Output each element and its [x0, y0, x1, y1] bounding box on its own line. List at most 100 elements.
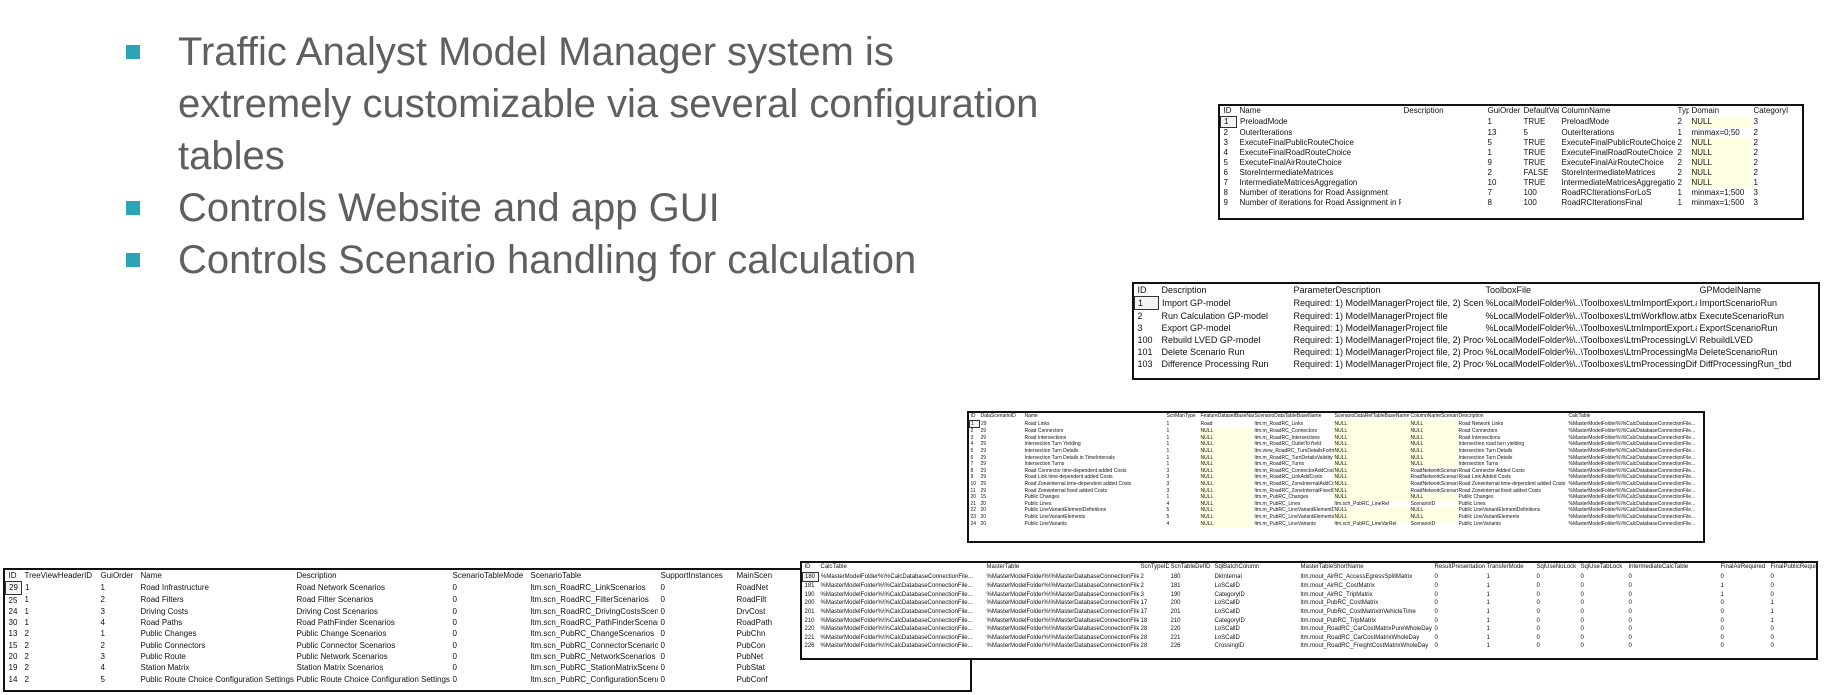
table-cell[interactable]: 1 — [1720, 591, 1724, 598]
table-cell[interactable] — [1401, 148, 1485, 158]
table-cell[interactable]: 1 — [1770, 608, 1774, 615]
column-header[interactable]: ScenarioTableMode — [452, 571, 524, 581]
table-cell[interactable]: 5 — [1166, 513, 1170, 520]
table-row[interactable]: 201%MasterModelFolder%\%CalcDatabaseConn… — [803, 608, 1817, 617]
table-cell[interactable]: %LocalModelFolder%\..\Toolboxes\LtmImpor… — [1485, 298, 1697, 308]
table-cell[interactable]: 2 — [1753, 127, 1758, 137]
table-cell[interactable]: %MasterModelFolder%\%MasterDatabaseConne… — [986, 573, 1139, 580]
table-cell[interactable]: 20 — [980, 513, 987, 520]
column-header[interactable]: ScenarioTable — [530, 571, 582, 581]
table-row[interactable]: 200%MasterModelFolder%\%CalcDatabaseConn… — [803, 599, 1817, 608]
table-cell[interactable]: 0 — [1628, 591, 1632, 598]
row-id-cell[interactable]: 221 — [804, 634, 815, 641]
row-id-cell[interactable]: 2 — [1223, 128, 1228, 137]
table-cell[interactable]: %MasterModelFolder%\%CalcDatabaseConnect… — [1568, 520, 1696, 527]
column-header[interactable]: FeatureDatasetBaseName — [1200, 413, 1254, 420]
table-cell[interactable]: 0 — [1720, 573, 1724, 580]
row-id-cell[interactable]: 22 — [970, 507, 977, 514]
table-cell[interactable]: 2 — [1753, 168, 1758, 177]
table-cell[interactable]: ltm.m_RoadRC_Connectors — [1254, 427, 1318, 434]
column-header[interactable]: ColumnName — [1561, 106, 1611, 116]
table-cell[interactable]: 1 — [1166, 447, 1170, 454]
table-cell[interactable]: 0 — [452, 663, 457, 673]
table-cell[interactable]: TRUE — [1523, 117, 1546, 126]
table-cell[interactable]: ltm.sch_PubRC_LineRel — [1334, 500, 1389, 507]
table-cell[interactable]: 4 — [1166, 500, 1170, 507]
table-cell[interactable]: 2 — [1753, 148, 1758, 157]
table-cell[interactable]: Required: 1) ModelManagerProject file, 2… — [1293, 359, 1483, 369]
table-cell[interactable]: NULL — [1199, 487, 1254, 495]
column-header[interactable]: Domain — [1691, 106, 1720, 116]
table-cell[interactable]: 2 — [1677, 138, 1682, 147]
column-header[interactable]: FinalPublicRequired — [1770, 564, 1818, 571]
table-cell[interactable]: TRUE — [1523, 138, 1546, 147]
table-cell[interactable]: 0 — [1580, 608, 1584, 615]
table-cell[interactable]: ltm.mout_RoadRC_FreightCostMatrixWholeDa… — [1300, 643, 1429, 650]
table-cell[interactable]: PubCon — [736, 640, 766, 650]
table-cell[interactable]: 0 — [1770, 591, 1774, 598]
table-cell[interactable]: 1 — [1166, 420, 1170, 427]
table-cell[interactable]: %MasterModelFolder%\%MasterDatabaseConne… — [986, 643, 1139, 650]
table-cell[interactable]: Driving Cost Scenarios — [296, 606, 378, 616]
table-cell[interactable]: 1 — [1166, 434, 1170, 441]
table-cell[interactable]: 29 — [980, 461, 987, 468]
table-cell[interactable]: NULL — [1409, 427, 1458, 435]
column-header[interactable]: SqlBatchColumn — [1214, 564, 1260, 571]
table-cell[interactable]: 1 — [1770, 617, 1774, 624]
table-cell[interactable]: 0 — [452, 674, 457, 684]
table-cell[interactable]: Required: 1) ModelManagerProject file — [1293, 323, 1448, 333]
table-cell[interactable]: CrossingID — [1214, 643, 1245, 650]
table-cell[interactable]: CategoryID — [1214, 591, 1245, 598]
table-cell[interactable]: %MasterModelFolder%\%CalcDatabaseConnect… — [1568, 420, 1696, 427]
table-cell[interactable]: RoadNetworkScenarioID — [1410, 467, 1458, 474]
table-cell[interactable]: 29 — [980, 427, 987, 434]
table-row[interactable]: 181%MasterModelFolder%\%CalcDatabaseConn… — [803, 582, 1817, 591]
table-cell[interactable]: 2 — [24, 640, 29, 650]
table-cell[interactable]: NULL — [1199, 494, 1254, 501]
table-cell[interactable]: 220 — [1170, 626, 1181, 633]
table-cell[interactable]: 1 — [1753, 178, 1758, 187]
table-cell[interactable] — [1401, 168, 1485, 178]
table-cell[interactable]: 3 — [1753, 117, 1758, 126]
table-cell[interactable]: DkInternal — [1214, 573, 1242, 580]
table-cell[interactable]: 1 — [1486, 634, 1490, 641]
table-cell[interactable]: NULL — [1688, 138, 1751, 148]
row-id-cell[interactable]: 7 — [970, 461, 974, 468]
table-cell[interactable]: 0 — [1720, 600, 1724, 607]
table-row[interactable]: 226%MasterModelFolder%\%CalcDatabaseConn… — [803, 642, 1817, 651]
table-cell[interactable]: 9 — [1487, 158, 1492, 167]
table-cell[interactable]: 3 — [1753, 198, 1758, 207]
table-cell[interactable]: 0 — [1720, 617, 1724, 624]
table-cell[interactable]: %MasterModelFolder%\%MasterDatabaseConne… — [986, 591, 1139, 598]
table-cell[interactable]: 13 — [1487, 127, 1497, 137]
table-cell[interactable]: ltm.m_RoadRC_Links — [1254, 420, 1304, 427]
table-cell[interactable]: RoadFilt — [736, 595, 767, 605]
table-cell[interactable]: NULL — [1199, 474, 1254, 481]
table-cell[interactable]: NULL — [1688, 116, 1751, 128]
column-header[interactable]: ScnTypeID — [1140, 564, 1169, 571]
table-cell[interactable]: 17 — [1140, 600, 1148, 607]
column-header[interactable]: MasterTableShortName — [1300, 564, 1364, 571]
table-cell[interactable]: NULL — [1199, 441, 1254, 448]
table-cell[interactable]: minmax=1;500 — [1691, 198, 1745, 207]
table-cell[interactable]: 0 — [1770, 643, 1774, 650]
table-cell[interactable]: 226 — [1170, 643, 1181, 650]
table-cell[interactable]: 2 — [100, 595, 105, 605]
table-cell[interactable]: 0 — [1628, 634, 1632, 641]
table-cell[interactable]: LoSCallD — [1214, 608, 1240, 615]
table-cell[interactable]: ltm.mout_PubRC_CostMatrixInVehicleTime — [1300, 608, 1416, 615]
table-cell[interactable]: ltm.m_RoadRC_TurnDetailsValidity — [1254, 454, 1333, 461]
table-cell[interactable]: NULL — [1199, 434, 1254, 442]
table-cell[interactable]: Required: 1) ModelManagerProject file — [1293, 310, 1448, 321]
table-cell[interactable]: NULL — [1199, 447, 1254, 455]
table-cell[interactable]: Public Network Scenarios — [296, 652, 388, 662]
table-cell[interactable]: LoSCallD — [1214, 634, 1240, 641]
